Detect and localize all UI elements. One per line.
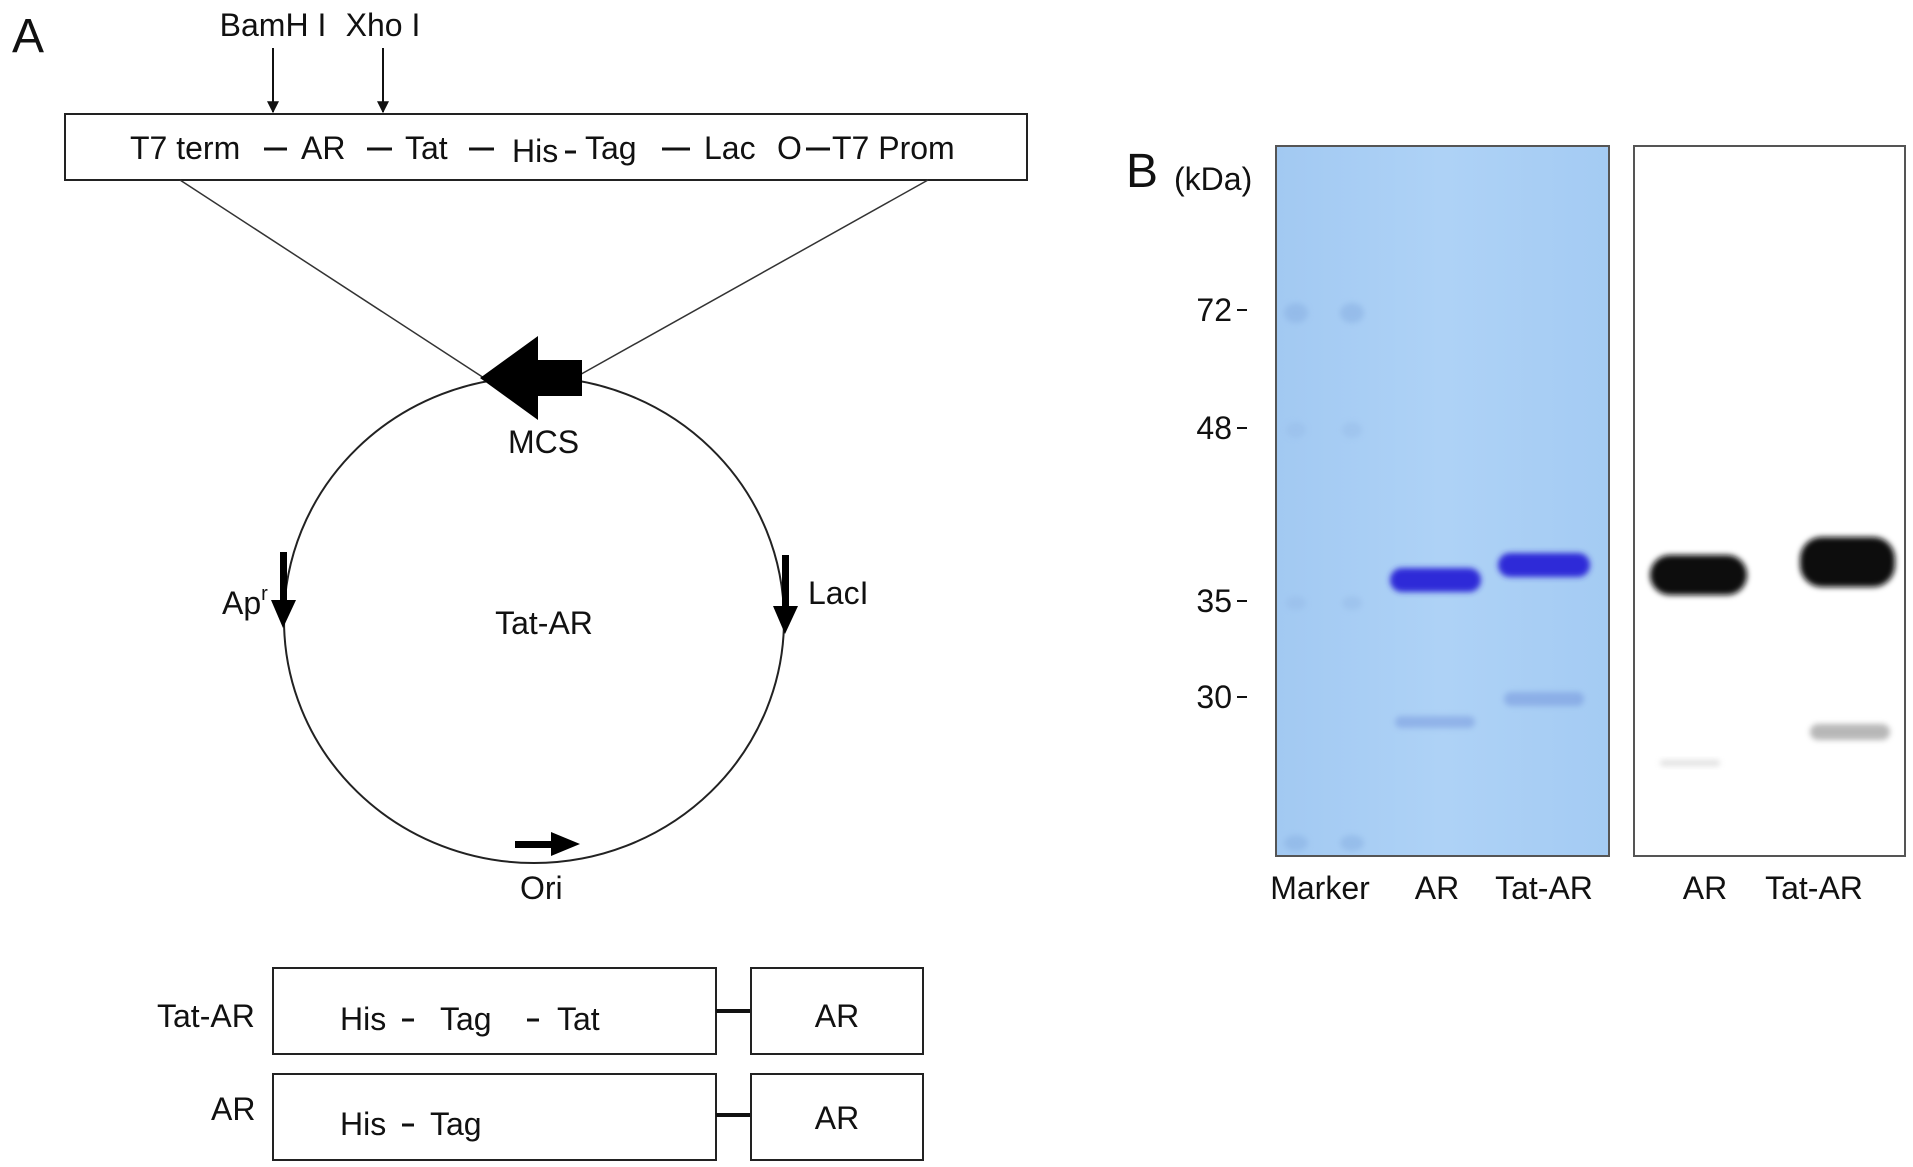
xhoi-site-label: Xho I bbox=[346, 7, 421, 43]
cassette-t7-term: T7 term bbox=[130, 130, 240, 166]
bamhi-site-label: BamH I bbox=[220, 7, 327, 43]
marker-band bbox=[1284, 835, 1308, 851]
construct-tat-ar-tat: Tat bbox=[557, 1001, 600, 1037]
apr-label: Apr bbox=[222, 583, 268, 621]
construct-ar-tag: Tag bbox=[430, 1106, 482, 1142]
marker-band bbox=[1286, 596, 1306, 610]
cassette-o: O bbox=[777, 130, 802, 166]
cassette-his: His bbox=[512, 133, 558, 169]
construct-tat-ar: Tat-AR His Tag Tat AR bbox=[157, 967, 924, 1055]
plasmid-name: Tat-AR bbox=[495, 605, 593, 641]
construct-ar-ar-box bbox=[750, 1073, 924, 1161]
construct-ar-his: His bbox=[340, 1106, 386, 1142]
coomassie-gel bbox=[1275, 145, 1610, 857]
blot-band-ar bbox=[1650, 555, 1747, 595]
gel-lane-label-tat-ar: Tat-AR bbox=[1495, 870, 1593, 906]
marker-label-72: 72 bbox=[1196, 292, 1232, 328]
zoom-line-left bbox=[179, 179, 485, 379]
western-blot bbox=[1633, 145, 1906, 857]
cassette-ar: AR bbox=[301, 130, 345, 166]
panel-b-label: B bbox=[1126, 145, 1158, 198]
blot-lane-label-ar: AR bbox=[1683, 870, 1727, 906]
marker-label-48: 48 bbox=[1196, 410, 1232, 446]
cassette-lac: Lac bbox=[704, 130, 756, 166]
marker-band bbox=[1286, 422, 1306, 438]
blot-background bbox=[1633, 145, 1906, 857]
cassette-tag: Tag bbox=[585, 130, 637, 166]
construct-tat-ar-label: Tat-AR bbox=[157, 998, 255, 1034]
cassette-tat: Tat bbox=[405, 130, 448, 166]
gel-band-tat-ar-minor bbox=[1504, 692, 1584, 706]
gel-band-tat-ar-main bbox=[1498, 553, 1590, 577]
gel-background bbox=[1275, 145, 1610, 857]
laci-arrow-head bbox=[773, 606, 798, 634]
gel-lane-label-ar: AR bbox=[1415, 870, 1459, 906]
expression-cassette: T7 term AR Tat His Tag Lac O T7 Prom bbox=[130, 130, 955, 169]
kda-units-label: (kDa) bbox=[1174, 161, 1252, 197]
marker-band bbox=[1340, 303, 1364, 323]
marker-label-35: 35 bbox=[1196, 583, 1232, 619]
marker-band bbox=[1284, 303, 1308, 323]
blot-band-tat-ar-minor bbox=[1810, 724, 1890, 740]
expression-cassette-box bbox=[64, 113, 1028, 181]
construct-tat-ar-ar: AR bbox=[815, 998, 859, 1034]
ori-arrow-head bbox=[551, 832, 580, 856]
panel-a-label: A bbox=[12, 10, 44, 63]
blot-lane-label-tat-ar: Tat-AR bbox=[1765, 870, 1863, 906]
marker-band bbox=[1342, 596, 1362, 610]
blot-band-tat-ar bbox=[1800, 537, 1895, 587]
construct-tat-ar-tag: Tag bbox=[440, 1001, 492, 1037]
ori-arrow-shaft bbox=[515, 841, 553, 848]
mcs-arrow bbox=[480, 336, 582, 420]
gel-band-ar-minor bbox=[1395, 716, 1475, 728]
cassette-t7-prom: T7 Prom bbox=[832, 130, 955, 166]
ori-label: Ori bbox=[520, 870, 563, 906]
construct-ar-label: AR bbox=[211, 1091, 255, 1127]
construct-tat-ar-ar-box bbox=[750, 967, 924, 1055]
marker-band bbox=[1340, 835, 1364, 851]
marker-band bbox=[1342, 422, 1362, 438]
laci-arrow-shaft bbox=[782, 555, 789, 608]
gel-lane-label-marker: Marker bbox=[1270, 870, 1370, 906]
gel-band-ar-main bbox=[1390, 568, 1481, 592]
blot-band-ar-minor bbox=[1660, 760, 1720, 766]
laci-label: LacI bbox=[808, 575, 868, 611]
zoom-line-right bbox=[575, 179, 929, 378]
apr-arrow-head bbox=[271, 600, 296, 628]
marker-label-30: 30 bbox=[1196, 679, 1232, 715]
construct-ar: AR His Tag AR bbox=[211, 1073, 924, 1161]
apr-arrow-shaft bbox=[280, 552, 287, 602]
apr-superscript: r bbox=[261, 583, 268, 605]
construct-ar-ar: AR bbox=[815, 1100, 859, 1136]
apr-label-text: Ap bbox=[222, 585, 261, 621]
construct-tat-ar-his: His bbox=[340, 1001, 386, 1037]
mcs-label: MCS bbox=[508, 424, 579, 460]
